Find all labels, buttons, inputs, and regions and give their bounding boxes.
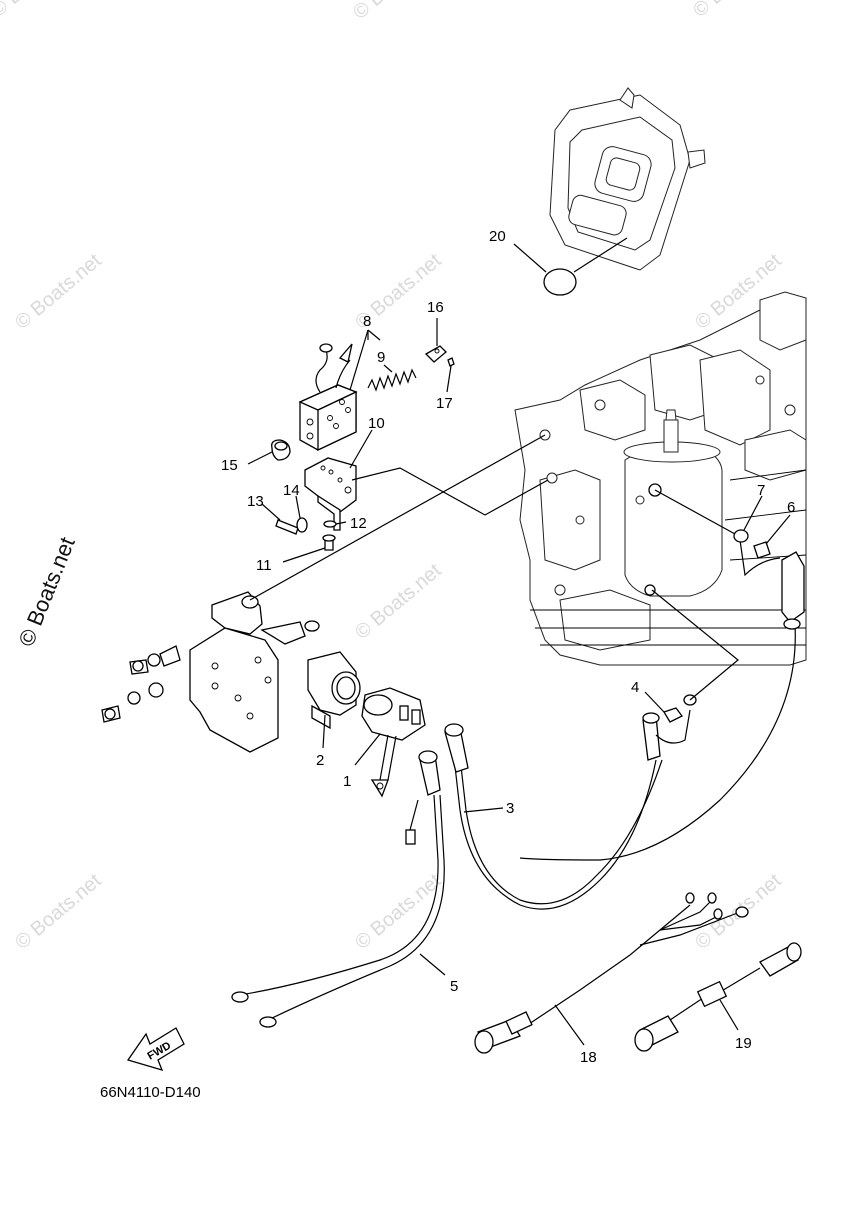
watermark-main: © Boats.net bbox=[13, 534, 79, 650]
bolts-hardware bbox=[101, 595, 320, 723]
callout-14: 14 bbox=[283, 482, 300, 499]
wire-harness-19 bbox=[634, 942, 802, 1052]
callout-11: 11 bbox=[256, 557, 272, 574]
watermark-faint: © Boats.net bbox=[349, 0, 444, 24]
callout-9: 9 bbox=[377, 349, 385, 366]
relay-bracket bbox=[189, 591, 426, 798]
callout-16: 16 bbox=[427, 299, 444, 316]
solenoid-valve-assembly bbox=[271, 343, 455, 551]
callout-19: 19 bbox=[735, 1035, 752, 1052]
cables bbox=[231, 529, 805, 1028]
watermark-faint: © Boats.net bbox=[11, 869, 106, 953]
cover-plate bbox=[549, 87, 706, 271]
leader-lines bbox=[247, 318, 791, 1046]
callout-10: 10 bbox=[368, 415, 385, 432]
watermark-faint: © Boats.net bbox=[11, 249, 106, 333]
watermark-faint: © Boats.net bbox=[0, 0, 82, 22]
callout-13: 13 bbox=[247, 493, 264, 510]
plug-part-20 bbox=[543, 268, 577, 296]
callout-3: 3 bbox=[506, 800, 514, 817]
callout-15: 15 bbox=[221, 457, 238, 474]
engine-block bbox=[514, 291, 807, 666]
callout-7: 7 bbox=[757, 482, 765, 499]
callout-6: 6 bbox=[787, 499, 795, 516]
watermark-faint: © Boats.net bbox=[351, 869, 446, 953]
callout-18: 18 bbox=[580, 1049, 597, 1066]
callout-1: 1 bbox=[343, 773, 351, 790]
callout-20: 20 bbox=[489, 228, 506, 245]
callout-12: 12 bbox=[350, 515, 367, 532]
callout-4: 4 bbox=[631, 679, 639, 696]
diagram-code: 66N4110-D140 bbox=[100, 1084, 201, 1101]
callouts: 1 2 3 4 5 6 7 8 9 10 11 12 13 14 15 16 1… bbox=[221, 228, 795, 1066]
watermark-faint: © Boats.net bbox=[351, 559, 446, 643]
callout-5: 5 bbox=[450, 978, 458, 995]
watermark-faint: © Boats.net bbox=[689, 0, 784, 22]
callout-8: 8 bbox=[363, 313, 371, 330]
wire-harness-18 bbox=[474, 892, 749, 1054]
callout-17: 17 bbox=[436, 395, 453, 412]
callout-2: 2 bbox=[316, 752, 324, 769]
fwd-arrow-icon: FWD bbox=[126, 1027, 185, 1072]
